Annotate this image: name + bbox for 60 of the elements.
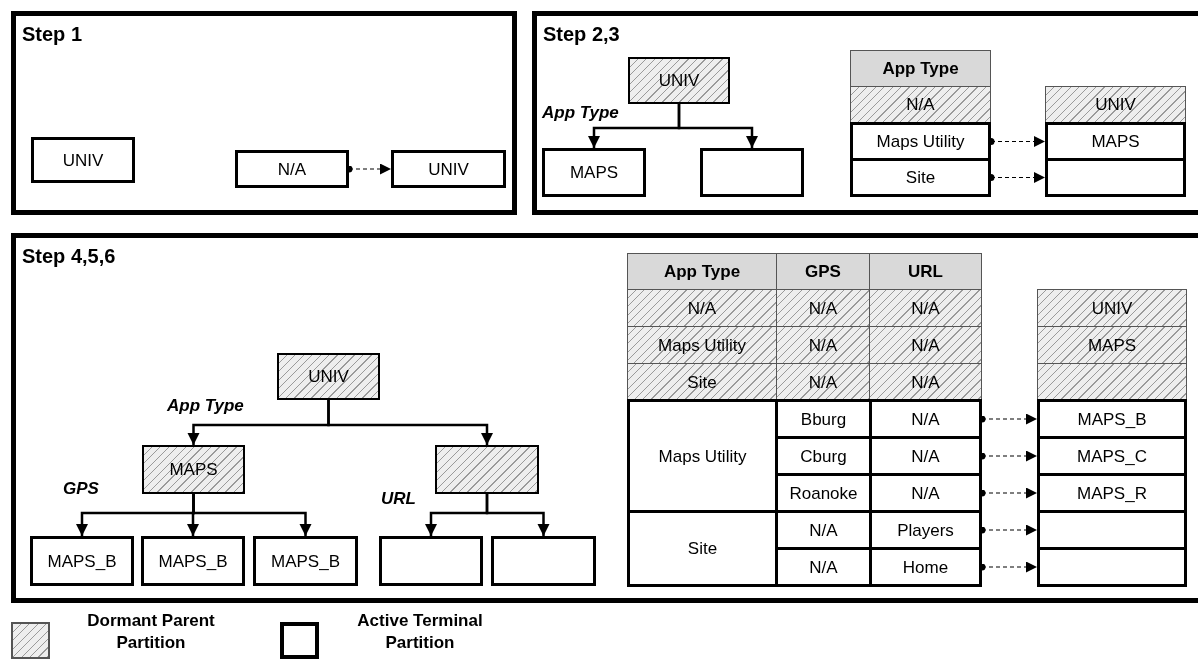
legend-label: Active Terminal Partition	[356, 610, 484, 655]
table-cell: UNIV	[1037, 289, 1187, 327]
legend-label: Dormant Parent Partition	[86, 610, 216, 655]
table-cell: N/A	[850, 86, 991, 123]
table-cell: N/A	[869, 289, 982, 327]
table-cell: MAPS_B	[1037, 399, 1187, 439]
table-cell: UNIV	[1045, 86, 1186, 123]
table-cell: Site	[627, 363, 777, 401]
table-cell: N/A	[776, 326, 870, 364]
blank-partition-box	[1037, 363, 1187, 401]
blank-partition-box	[1037, 547, 1187, 587]
partition-box: MAPS_B	[30, 536, 134, 586]
blank-partition-box	[700, 148, 804, 197]
table-cell: MAPS_R	[1037, 473, 1187, 513]
table-cell: N/A	[869, 326, 982, 364]
table-cell: Maps Utility	[627, 399, 778, 513]
partition-box: N/A	[235, 150, 349, 188]
table-header-cell: App Type	[627, 253, 777, 290]
edge-label: App Type	[541, 104, 620, 121]
table-cell: Site	[850, 158, 991, 197]
blank-partition-box	[1037, 510, 1187, 550]
table-header-cell: App Type	[850, 50, 991, 87]
step-heading: Step 1	[22, 24, 83, 44]
table-cell: MAPS	[1037, 326, 1187, 364]
table-header-cell: GPS	[776, 253, 870, 290]
blank-partition-box	[491, 536, 596, 586]
table-cell: N/A	[776, 363, 870, 401]
edge-label: GPS	[62, 480, 100, 497]
table-cell: N/A	[776, 289, 870, 327]
partition-box: UNIV	[391, 150, 506, 188]
blank-partition-box	[435, 445, 539, 494]
arrow	[192, 494, 312, 536]
table-cell: N/A	[627, 289, 777, 327]
parent-partition-box: UNIV	[628, 57, 730, 104]
table-cell: Maps Utility	[627, 326, 777, 364]
table-cell: Home	[869, 547, 982, 587]
partition-box: MAPS	[542, 148, 646, 197]
table-cell: N/A	[869, 363, 982, 401]
arrow	[327, 400, 494, 445]
step-heading: Step 4,5,6	[22, 246, 116, 266]
arrow	[677, 104, 759, 148]
step-heading: Step 2,3	[543, 24, 620, 44]
parent-partition-box: UNIV	[277, 353, 380, 400]
blank-partition-box	[1045, 158, 1186, 197]
table-header-cell: URL	[869, 253, 982, 290]
partition-box: MAPS_B	[253, 536, 358, 586]
step-panel	[11, 233, 1198, 603]
table-cell: Site	[627, 510, 778, 587]
step-panel	[532, 11, 1198, 215]
arrow	[485, 494, 550, 536]
partition-box: MAPS_B	[141, 536, 245, 586]
edge-label: URL	[380, 490, 417, 507]
blank-partition-box	[379, 536, 483, 586]
step-panel	[11, 11, 517, 215]
table-cell: MAPS	[1045, 122, 1186, 161]
parent-partition-box: MAPS	[142, 445, 245, 494]
edge-label: App Type	[166, 397, 245, 414]
table-cell: N/A	[869, 399, 982, 439]
table-cell: MAPS_C	[1037, 436, 1187, 476]
partition-box: UNIV	[31, 137, 135, 183]
